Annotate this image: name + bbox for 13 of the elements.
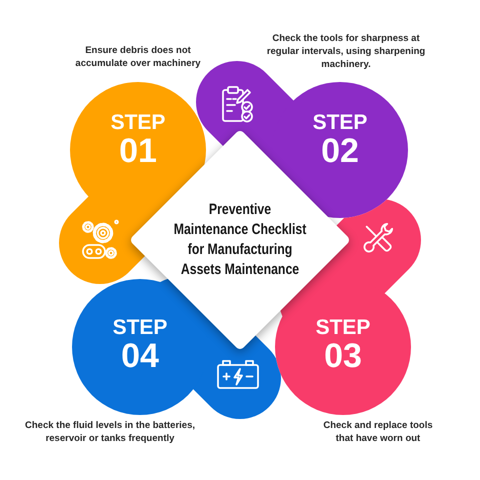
- step-number: 03: [324, 339, 362, 375]
- step-number: 01: [119, 134, 157, 170]
- step-label: STEP: [316, 317, 370, 340]
- step-description: Check the tools for sharpness at regular intervals, using sharpening machinery.: [266, 32, 426, 71]
- step-label: STEP: [112, 317, 168, 340]
- step-description: Check the fluid levels in the batteries, reservoir or tanks frequently: [24, 419, 196, 445]
- step-label: STEP: [110, 112, 166, 134]
- step-label: STEP: [312, 112, 368, 134]
- step-number: 04: [121, 339, 159, 375]
- step-number: 02: [321, 134, 359, 170]
- step-description: Check and replace tools that have worn out: [322, 419, 434, 445]
- title-text: Preventive Maintenance Checklist for Manufacturing Assets Maintenance: [172, 200, 308, 280]
- step-description: Ensure debris does not accumulate over machinery: [74, 44, 202, 70]
